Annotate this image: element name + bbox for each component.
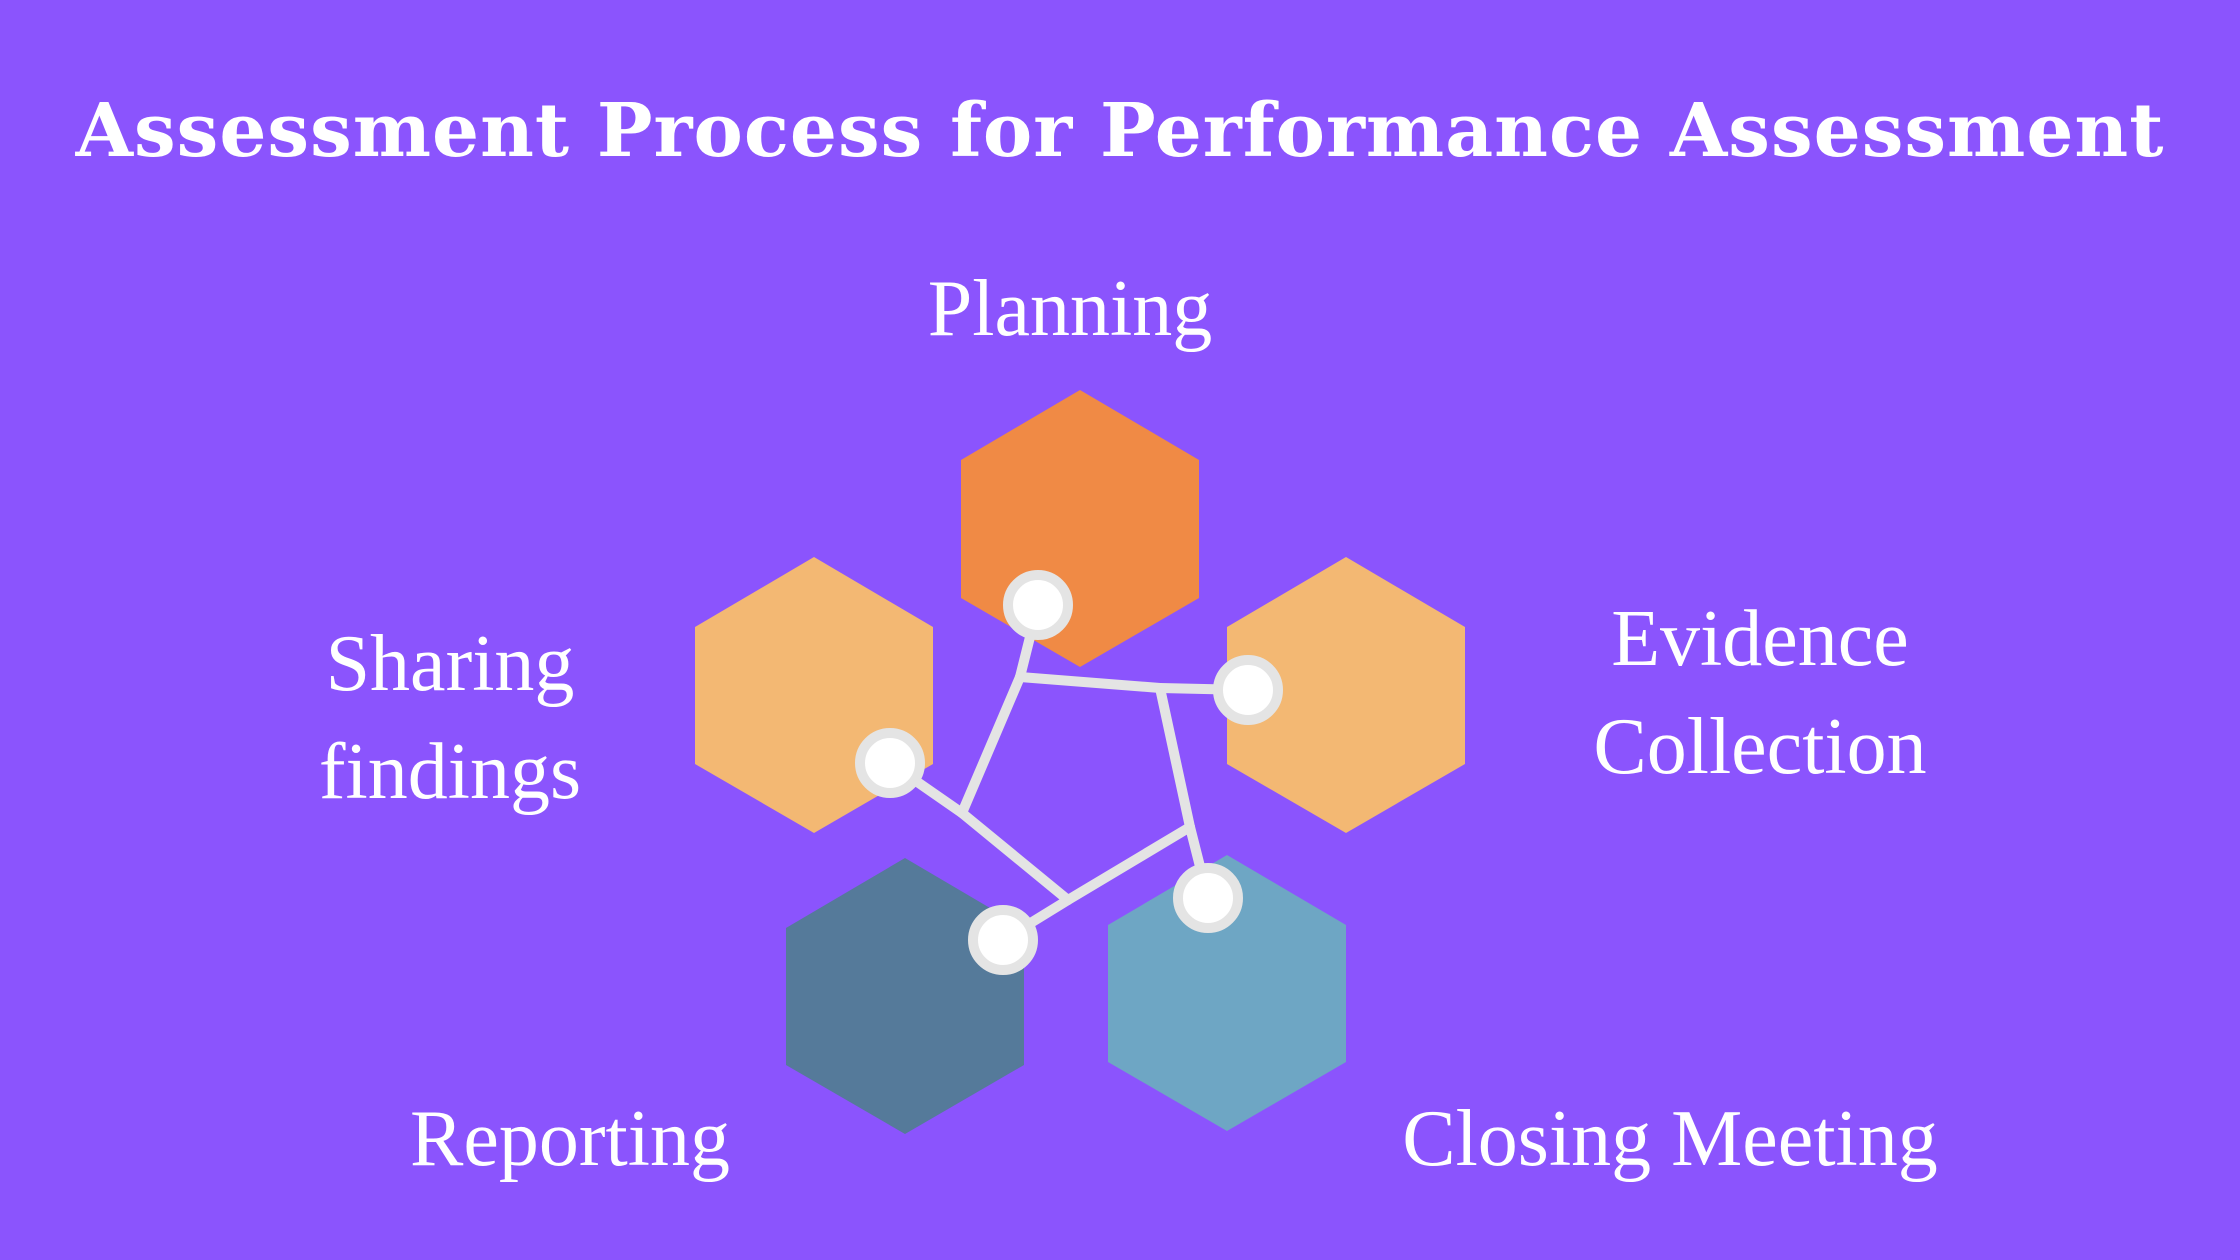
connector-line xyxy=(1063,822,1195,905)
label-evidence-collection: Evidence Collection xyxy=(1470,585,2050,801)
connector-line xyxy=(957,672,1025,818)
label-closing-meeting: Closing Meeting xyxy=(1330,1085,2010,1193)
node-evidence-collection xyxy=(1213,655,1283,725)
label-line: findings xyxy=(318,728,582,816)
node-sharing-findings xyxy=(855,728,925,798)
connector-line xyxy=(1015,672,1165,693)
label-line: Closing Meeting xyxy=(1402,1095,1938,1183)
node-closing-meeting xyxy=(1173,863,1243,933)
diagram-title: Assessment Process for Performance Asses… xyxy=(75,88,2165,174)
label-line: Evidence xyxy=(1611,595,1909,683)
label-line: Collection xyxy=(1593,703,1927,791)
node-planning xyxy=(1003,570,1073,640)
label-sharing-findings: Sharing findings xyxy=(200,610,700,826)
label-line: Sharing xyxy=(325,620,575,708)
connector-nodes xyxy=(855,570,1283,975)
hexagon-planning xyxy=(961,390,1199,667)
label-reporting: Reporting xyxy=(300,1085,840,1193)
node-reporting xyxy=(968,905,1038,975)
label-line: Reporting xyxy=(410,1095,730,1183)
connector-line xyxy=(957,808,1073,905)
hexagon-reporting xyxy=(786,858,1024,1134)
label-line: Planning xyxy=(927,265,1213,353)
connector-line xyxy=(1155,683,1195,832)
hexagon-evidence-collection xyxy=(1227,557,1465,833)
hexagon-closing-meeting xyxy=(1108,855,1346,1131)
label-planning: Planning xyxy=(800,255,1340,363)
